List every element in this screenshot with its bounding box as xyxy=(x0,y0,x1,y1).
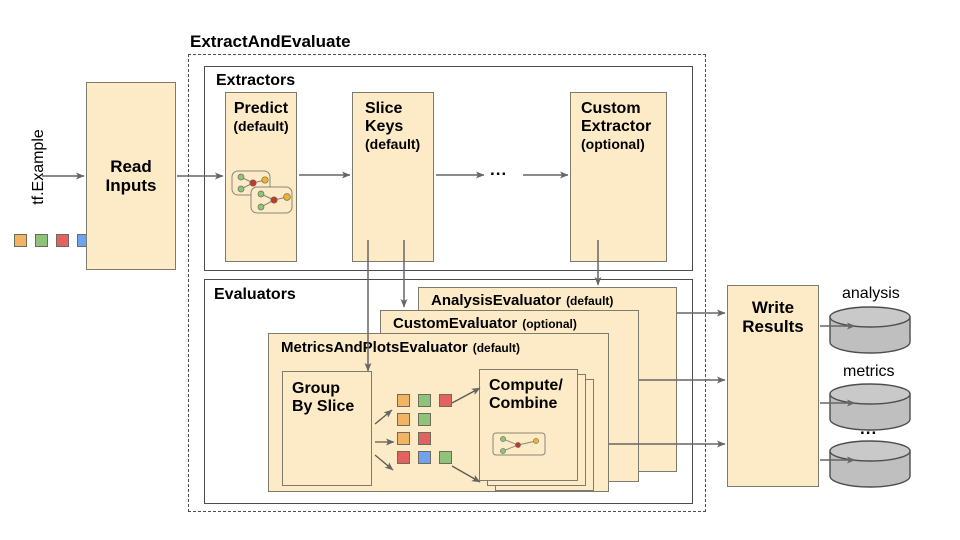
slice-swatch-grid xyxy=(397,394,472,464)
extractor-custom-box[interactable]: Custom Extractor (optional) xyxy=(570,92,667,262)
swatch-green xyxy=(35,234,48,247)
extractor-predict-qualifier: (default) xyxy=(233,118,289,134)
write-results-line1: Write xyxy=(751,298,795,317)
swatch-orange xyxy=(397,394,410,407)
read-inputs-box[interactable]: Read Inputs xyxy=(86,82,176,270)
cylinder-other-icon xyxy=(829,440,911,488)
slice-swatch-row xyxy=(397,432,472,445)
graph-icon xyxy=(231,170,293,214)
extractor-custom-qualifier: (optional) xyxy=(581,136,645,152)
input-label: tf.Example xyxy=(30,129,47,205)
evaluator-analysis-name: AnalysisEvaluator xyxy=(431,292,562,309)
group-by-slice-line1: Group xyxy=(292,380,340,397)
evaluator-metrics-qualifier: (default) xyxy=(472,341,521,355)
extractor-slice-keys-line1: Slice xyxy=(365,100,403,117)
extractor-custom-line2: Extractor xyxy=(581,118,652,135)
evaluator-metrics-name: MetricsAndPlotsEvaluator xyxy=(281,339,468,356)
extractor-slice-keys-box[interactable]: Slice Keys (default) xyxy=(352,92,434,262)
input-swatches xyxy=(14,234,90,247)
swatch-blue xyxy=(418,451,431,464)
extractor-predict-box[interactable]: Predict (default) xyxy=(225,92,297,262)
swatch-orange xyxy=(397,432,410,445)
graph-icon xyxy=(492,432,546,456)
swatch-orange xyxy=(14,234,27,247)
compute-combine-box[interactable]: Compute/ Combine xyxy=(479,369,578,481)
swatch-red xyxy=(397,451,410,464)
slice-swatch-row xyxy=(397,451,472,464)
write-results-line2: Results xyxy=(742,317,804,337)
write-results-box[interactable]: Write Results xyxy=(727,285,819,487)
slice-swatch-row xyxy=(397,413,472,426)
compute-combine-line2: Combine xyxy=(489,395,558,412)
extractor-slice-keys-line2: Keys xyxy=(365,118,404,135)
output-label-ellipsis: ... xyxy=(860,419,878,438)
read-inputs-line2: Inputs xyxy=(105,176,157,195)
extractor-predict-name: Predict xyxy=(233,100,289,117)
group-by-slice-box[interactable]: Group By Slice xyxy=(282,371,372,486)
swatch-red xyxy=(439,394,452,407)
extractor-slice-keys-qualifier: (default) xyxy=(365,136,421,152)
cylinder-analysis-icon xyxy=(829,306,911,354)
swatch-green xyxy=(418,394,431,407)
evaluator-metrics-and-plots-box[interactable]: MetricsAndPlotsEvaluator (default) Group… xyxy=(268,333,609,492)
input-label-wrap: tf.Example xyxy=(22,110,56,230)
group-by-slice-line2: By Slice xyxy=(292,398,355,415)
evaluators-label: Evaluators xyxy=(214,286,296,303)
compute-combine-line1: Compute/ xyxy=(489,377,563,394)
extract-and-evaluate-container xyxy=(188,54,706,512)
swatch-green xyxy=(418,413,431,426)
output-label-analysis: analysis xyxy=(842,285,900,302)
evaluator-custom-qualifier: (optional) xyxy=(522,317,577,331)
swatch-green xyxy=(439,451,452,464)
output-label-metrics: metrics xyxy=(843,363,895,380)
swatch-red xyxy=(56,234,69,247)
extractors-ellipsis: ... xyxy=(490,160,508,179)
read-inputs-line1: Read xyxy=(110,156,152,176)
slice-swatch-row xyxy=(397,394,472,407)
extract-and-evaluate-title: ExtractAndEvaluate xyxy=(190,32,351,51)
swatch-red xyxy=(418,432,431,445)
swatch-orange xyxy=(397,413,410,426)
extractors-label: Extractors xyxy=(216,72,296,89)
evaluator-analysis-qualifier: (default) xyxy=(566,294,614,308)
extractor-custom-line1: Custom xyxy=(581,100,641,117)
evaluator-custom-name: CustomEvaluator xyxy=(393,315,518,332)
